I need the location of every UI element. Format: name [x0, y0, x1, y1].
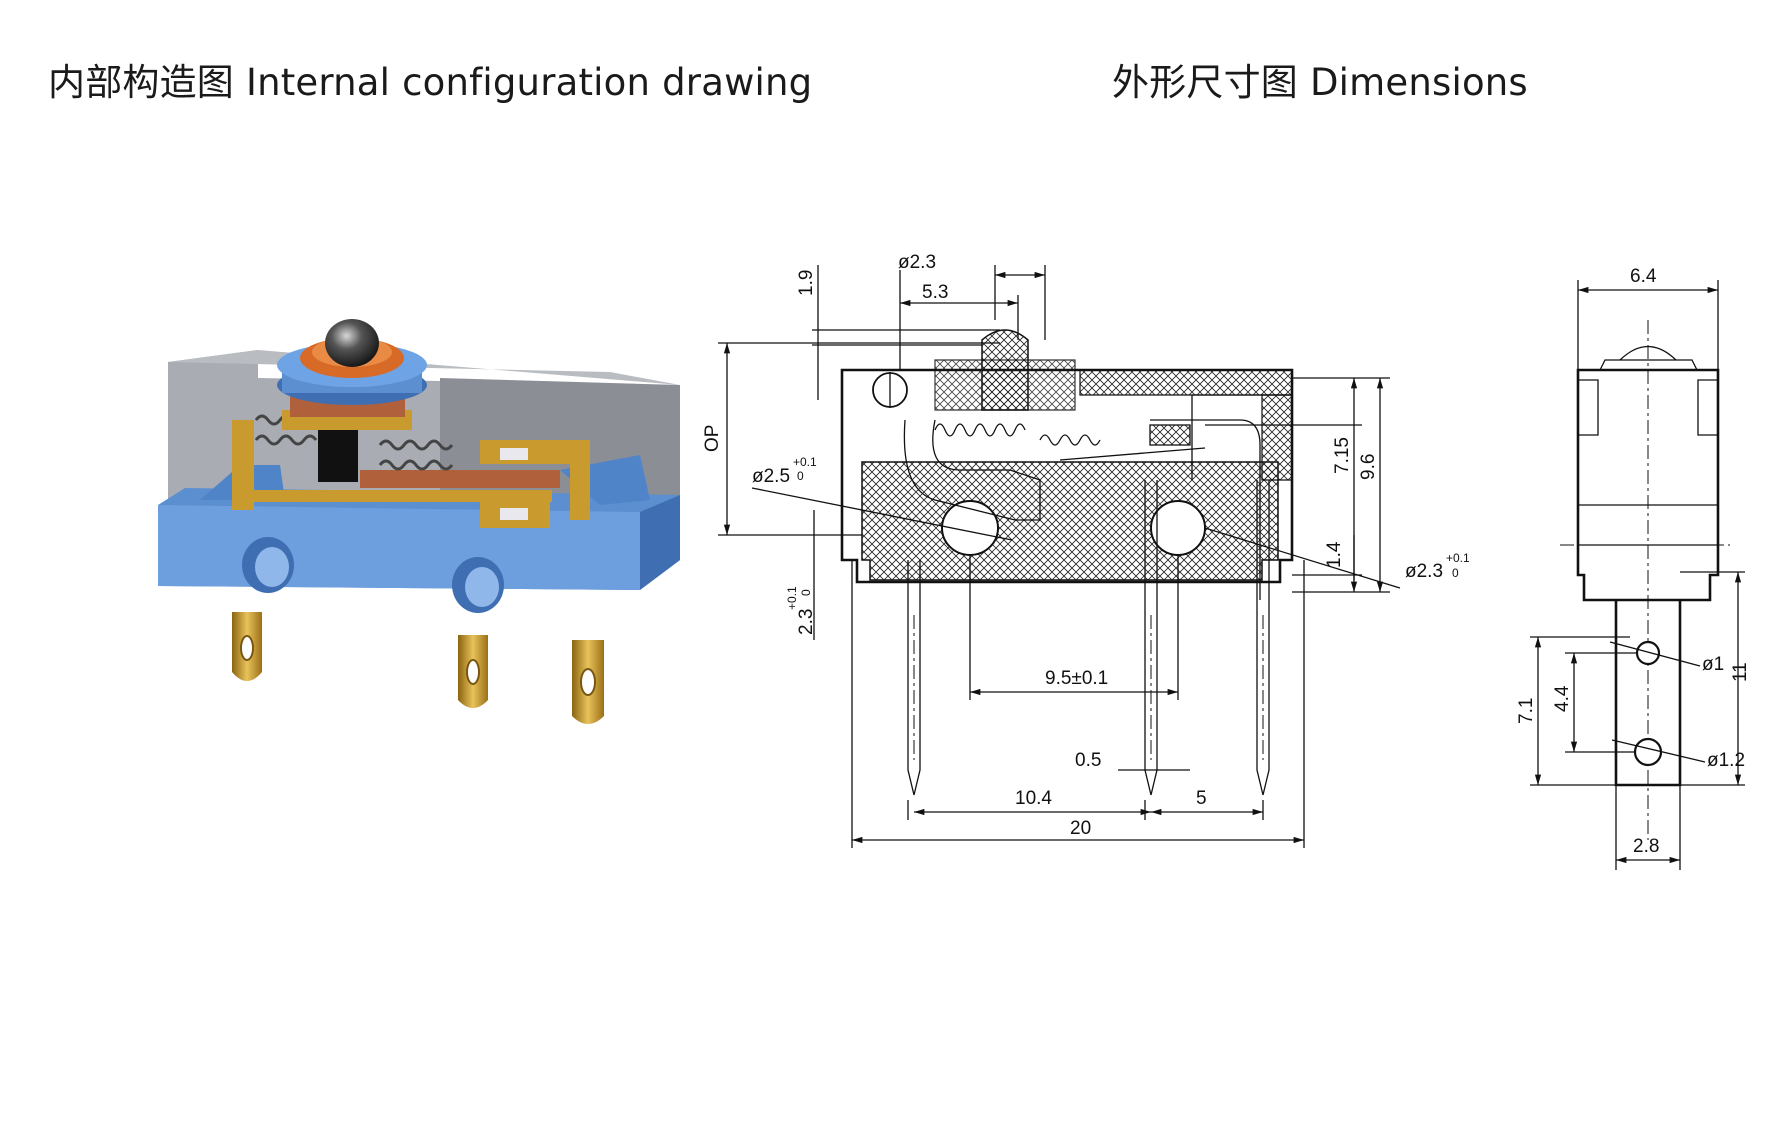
dim-small-hole-diameter: ø1	[1702, 654, 1724, 675]
front-base-section	[861, 461, 1279, 581]
dim-hole-vertical-offset: 2.3	[796, 609, 817, 635]
dim-height-1-4: 1.4	[1324, 541, 1345, 568]
dim-button-height: 1.9	[796, 270, 817, 296]
front-hole-right	[1150, 500, 1206, 556]
front-pin-middle	[1144, 480, 1158, 796]
spring-right	[378, 439, 454, 471]
side-terminal-blade	[1614, 600, 1682, 787]
front-pin-left	[907, 560, 921, 796]
dim-left-hole-tol-upper: +0.1	[793, 455, 817, 469]
dim-hole-pitch: 9.5±0.1	[1045, 668, 1108, 689]
dim-hole-vertical-offset-tol-lower: 0	[799, 589, 813, 596]
actuator-ball	[325, 319, 379, 367]
dim-pin-distance-right: 5	[1196, 788, 1207, 809]
dim-height-7-15: 7.15	[1332, 437, 1353, 474]
side-body-outline	[1576, 368, 1720, 602]
front-view-drawing: ø2.3 5.3 1.9 OP ø2.5 +0.1 0 2.3 +0.1 0 7…	[702, 252, 1470, 848]
terminal-middle	[458, 635, 488, 708]
side-view-drawing: 6.4 ø1 ø1.2 11 7.1 4.4 2.8	[1516, 266, 1751, 870]
side-hole-small	[1635, 640, 1661, 666]
front-pin-right	[1256, 480, 1270, 796]
dimensions-title: 外形尺寸图 Dimensions	[1112, 61, 1528, 104]
terminal-left	[232, 612, 262, 681]
dim-terminal-width: 2.8	[1633, 836, 1659, 857]
dim-side-height-4-4: 4.4	[1552, 685, 1573, 712]
dim-side-width: 6.4	[1630, 266, 1657, 287]
dim-left-hole-diameter: ø2.5	[752, 466, 790, 487]
dim-height-9-6: 9.6	[1358, 454, 1379, 480]
internal-drawing-title: 内部构造图 Internal configuration drawing	[48, 61, 813, 104]
dim-right-hole-tol-lower: 0	[1452, 566, 1459, 580]
dim-side-height-11: 11	[1730, 662, 1751, 682]
dim-right-hole-tol-upper: +0.1	[1446, 551, 1470, 565]
dim-large-hole-diameter: ø1.2	[1707, 750, 1745, 771]
dim-left-hole-tol-lower: 0	[797, 469, 804, 483]
internal-configuration-illustration	[158, 319, 680, 724]
dim-pin-width: 0.5	[1075, 750, 1101, 771]
dim-pin-distance-left: 10.4	[1015, 788, 1052, 809]
dim-button-diameter: ø2.3	[898, 252, 936, 273]
dim-button-width: 5.3	[922, 282, 948, 303]
dim-operating-position: OP	[702, 425, 723, 452]
side-hole-large	[1633, 737, 1663, 767]
terminal-right	[572, 640, 604, 724]
dim-side-height-7-1: 7.1	[1516, 698, 1537, 724]
dim-right-hole-diameter: ø2.3	[1405, 561, 1443, 582]
dim-hole-vertical-offset-tol-upper: +0.1	[785, 586, 799, 610]
dim-total-length: 20	[1070, 818, 1091, 839]
